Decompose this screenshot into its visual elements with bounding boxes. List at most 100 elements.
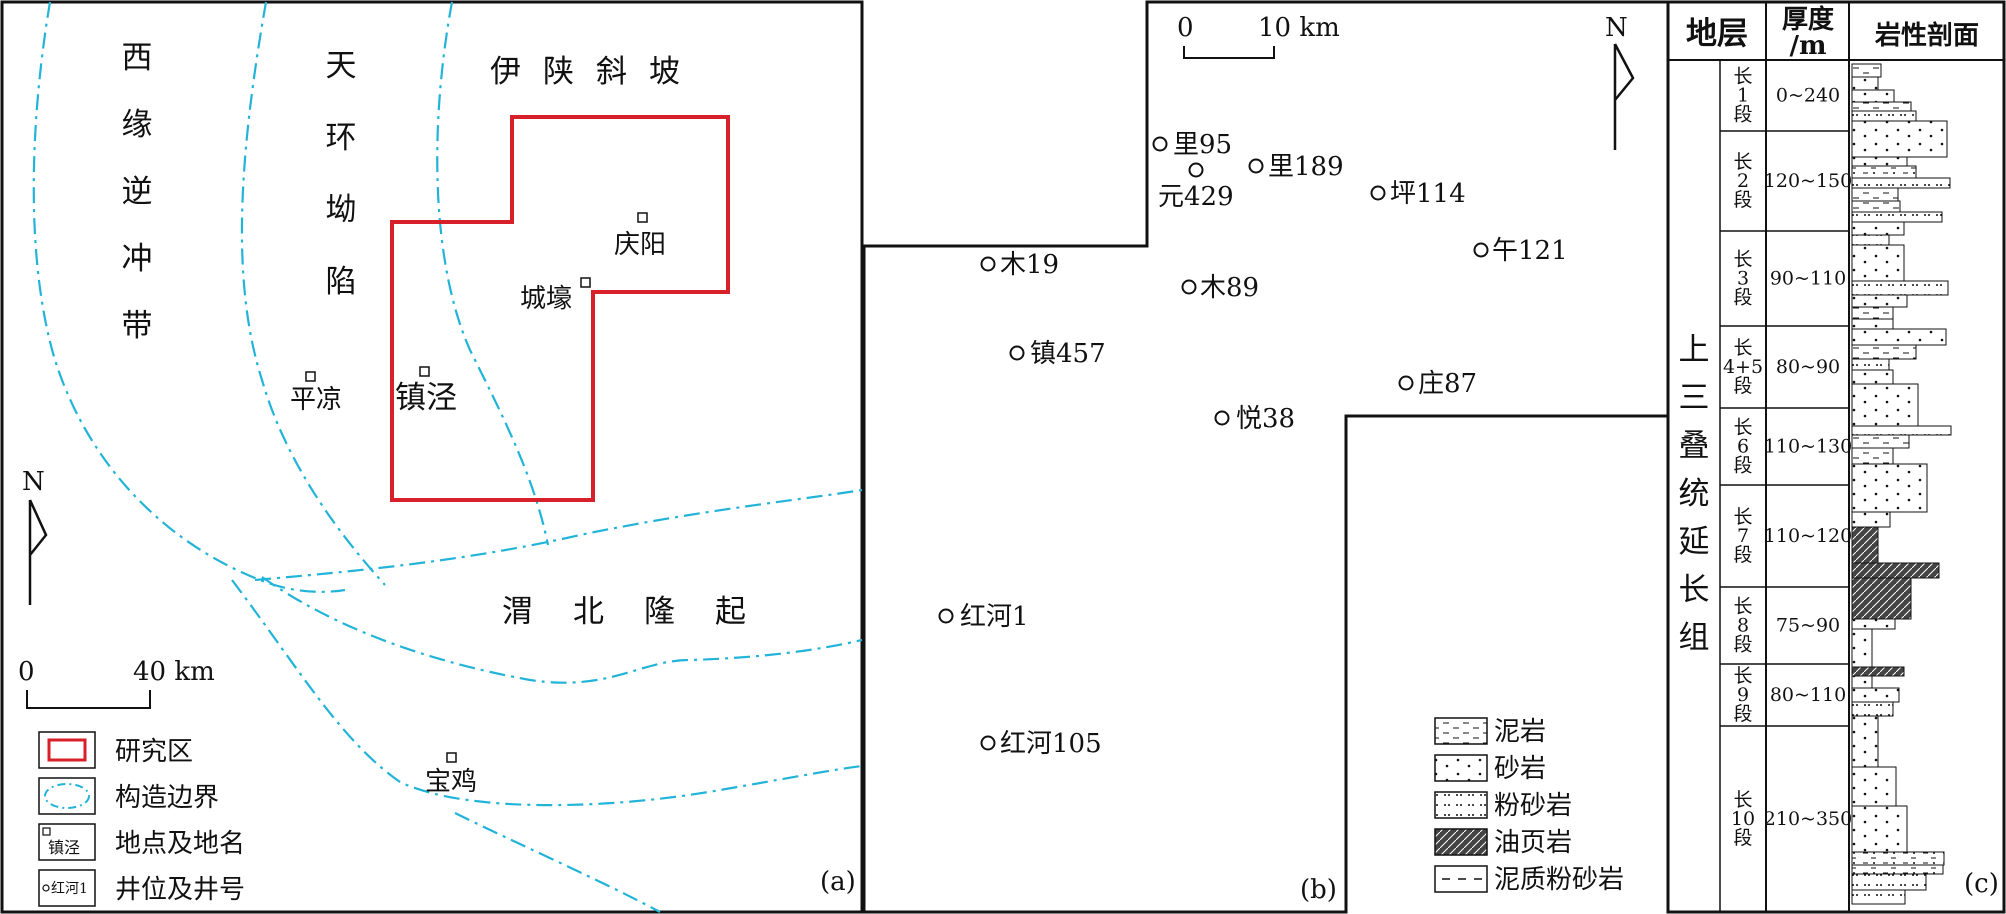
panel-c-frame [1666, 0, 2006, 914]
legend-label-muddy-siltstone: 泥质粉砂岩 [1494, 865, 1624, 895]
lithology-bed [1851, 101, 1912, 112]
well-marker [1473, 242, 1489, 258]
north-arrow-a: N [22, 467, 48, 605]
well-label: 午121 [1492, 236, 1568, 266]
lithology-bed [1851, 701, 1894, 717]
well-marker [1152, 136, 1168, 152]
scale-bar-a: 0 40 km [18, 657, 215, 709]
lithology-bed [1851, 294, 1908, 308]
well-marker [1009, 345, 1025, 361]
well-marker [1398, 375, 1414, 391]
zone-label-yishan: 伊陕斜坡 [490, 54, 702, 90]
lithology-bed [1851, 851, 1945, 866]
well-markers [938, 136, 1489, 751]
lithology-bed [1851, 165, 1917, 179]
member-thickness: 120~150 [1764, 170, 1852, 192]
well-marker [1188, 162, 1204, 178]
panel-a-label: (a) [820, 867, 856, 897]
lithology-bed [1851, 766, 1897, 807]
lithology-bed [1851, 618, 1896, 630]
legend-label-sandstone: 砂岩 [1494, 754, 1546, 784]
lithology-bed [1851, 447, 1894, 465]
place-label-qingyang: 庆阳 [614, 230, 666, 260]
lithology-bed [1851, 156, 1908, 167]
well-marker [1370, 185, 1386, 201]
legend-swatch-frame [38, 823, 96, 861]
legend-label-oil-shale: 油页岩 [1494, 828, 1572, 858]
lithology-bed [1851, 434, 1910, 449]
well-marker [1214, 410, 1230, 426]
place-label-chenghao: 城壕 [520, 284, 572, 314]
north-arrow-b: N [1605, 13, 1635, 150]
well-label: 木19 [1000, 250, 1059, 280]
panel-c-label: (c) [1964, 869, 1999, 899]
boundary-line [454, 812, 661, 913]
place-marker-chenghao [580, 277, 591, 288]
legend-label-study-area: 研究区 [115, 737, 193, 767]
lithology-bed [1851, 425, 1952, 436]
lithology-bed [1851, 511, 1891, 528]
legend-mudstone-swatch [1434, 717, 1488, 745]
legend-label-well: 井位及井号 [115, 875, 245, 905]
lithology-bed [1851, 120, 1948, 158]
legend-well-sample: 红河1 [51, 881, 88, 897]
north-label-b: N [1605, 13, 1628, 43]
well-marker [938, 608, 954, 624]
legend-sandstone-swatch [1434, 754, 1488, 782]
place-label-pingliang: 平凉 [290, 385, 342, 415]
formation-name: 上三叠统延长组 [1679, 332, 1710, 656]
place-marker-pingliang [305, 371, 316, 382]
lithology-bed [1851, 805, 1908, 853]
legend-label-boundary: 构造边界 [115, 783, 219, 813]
boundary-line [436, 1, 550, 546]
lithology-bed [1851, 187, 1899, 202]
legend-boundary-swatch [44, 783, 90, 809]
study-area-outline [390, 115, 730, 502]
lithology-bed [1851, 383, 1919, 427]
place-markers [305, 212, 648, 763]
lithology-column [1851, 63, 1952, 905]
scale-value-b: 10 km [1258, 13, 1340, 43]
well-label: 里189 [1268, 152, 1344, 182]
lithology-bed [1851, 463, 1928, 513]
place-label-baoji: 宝鸡 [425, 767, 477, 797]
member-thickness: 80~110 [1770, 684, 1846, 706]
lithology-bed [1851, 110, 1917, 122]
legend-a: 研究区 构造边界 镇泾 地点及地名 红河1 井位及井号 [38, 731, 245, 907]
member-thickness: 210~350 [1764, 808, 1852, 830]
well-marker [980, 256, 996, 272]
lithology-bed [1851, 306, 1894, 320]
panel-a-tectonic-map: 西缘逆冲带 天环坳陷 伊陕斜坡 渭北隆起 庆阳 城壕 平凉 镇泾 宝鸡 N 0 … [0, 0, 864, 914]
north-arrow-icon [28, 499, 48, 605]
legend-study-area-swatch [47, 738, 87, 762]
well-marker [980, 735, 996, 751]
panel-a-frame [0, 0, 864, 914]
lithology-bed [1851, 328, 1947, 346]
place-label-zhenjing: 镇泾 [395, 380, 457, 416]
panel-b-label: (b) [1300, 875, 1337, 905]
zone-label-weibei: 渭北隆起 [502, 594, 786, 630]
legend-well-marker-icon [42, 884, 50, 892]
lithology-bed [1851, 577, 1912, 620]
scale-value-a: 40 km [133, 657, 215, 687]
panel-b-well-map: 0 10 km N 里95 元429 里189 坪114 [862, 0, 1670, 914]
zone-label-tianhuan: 天环坳陷 [326, 48, 357, 300]
boundary-line [32, 1, 346, 593]
member-thickness: 75~90 [1776, 615, 1840, 637]
lithology-bed [1851, 628, 1873, 668]
lithology-bed [1851, 244, 1905, 282]
member-thickness: 90~110 [1770, 268, 1846, 290]
well-marker [1248, 158, 1264, 174]
lithology-bed [1851, 687, 1900, 703]
scale-bar-icon [1183, 46, 1275, 59]
well-label: 悦38 [1236, 404, 1295, 434]
legend-oil-shale-swatch [1434, 828, 1488, 856]
